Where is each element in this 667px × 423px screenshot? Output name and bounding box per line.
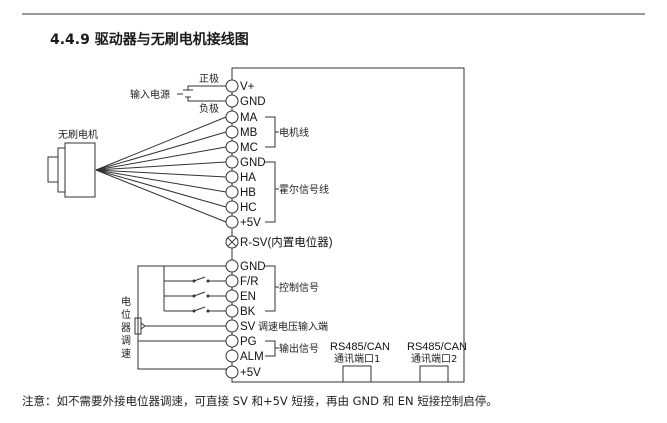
switch-contact xyxy=(192,294,196,298)
terminal-circle xyxy=(225,170,239,184)
switch-contact xyxy=(192,279,196,283)
terminal-label: HA xyxy=(240,172,256,184)
terminal-label: R-SV(内置电位器) xyxy=(240,235,333,249)
terminal-label: MC xyxy=(240,142,258,154)
motor-wire xyxy=(95,161,227,171)
terminal-labels: V+ GND MA MB MC GND HA HB HC +5V R-SV(内置… xyxy=(240,81,333,379)
port2-name: RS485/CAN xyxy=(407,341,467,353)
terminal-label: HC xyxy=(240,202,257,214)
negative-label: 负极 xyxy=(199,102,219,115)
switch-contact xyxy=(206,309,210,313)
terminal-label: F/R xyxy=(240,276,259,288)
control-ground-loop xyxy=(137,265,226,342)
terminal-circle xyxy=(225,319,239,333)
power-negative-wire xyxy=(187,97,226,102)
control-signal-label: 控制信号 xyxy=(279,281,319,294)
pot-label-char: 器 xyxy=(121,322,131,334)
switch-contact xyxy=(192,309,196,313)
motor-wire xyxy=(95,116,227,171)
motor-wire xyxy=(95,169,227,193)
port1-connector xyxy=(342,365,372,383)
port1-name: RS485/CAN xyxy=(330,341,390,353)
terminal-circle xyxy=(225,349,239,363)
motor-shaft xyxy=(47,156,59,183)
motor-wire xyxy=(95,169,227,223)
pot-supply-wire xyxy=(137,341,227,372)
terminal-circle xyxy=(225,110,239,124)
motor-wire-label: 电机线 xyxy=(279,126,309,139)
potentiometer: 电 位 器 调 速 xyxy=(121,295,227,372)
power-input: 正极 负极 输入电源 xyxy=(130,72,226,115)
terminal-circle xyxy=(225,289,239,303)
terminal-cross xyxy=(227,237,237,247)
motor-body xyxy=(64,142,96,198)
terminal-label: V+ xyxy=(240,81,255,93)
motor-flange xyxy=(57,147,66,193)
terminal-circle xyxy=(225,259,239,273)
terminal-label: BK xyxy=(240,306,256,318)
output-bracket xyxy=(265,340,279,357)
terminal-label: +5V xyxy=(240,367,261,379)
motor-wire xyxy=(95,169,227,178)
terminal-label: PG xyxy=(240,336,257,348)
pot-label-char: 位 xyxy=(121,308,131,321)
driver-board xyxy=(231,67,465,383)
pot-label-char: 速 xyxy=(121,348,131,360)
switch-contact xyxy=(206,294,210,298)
terminal-circle xyxy=(225,200,239,214)
control-bracket xyxy=(265,265,279,312)
motor-wire-bracket xyxy=(265,116,279,148)
power-input-label: 输入电源 xyxy=(130,88,170,101)
motor-label: 无刷电机 xyxy=(58,128,98,141)
terminal-label: MB xyxy=(240,127,258,139)
terminal-circle xyxy=(225,274,239,288)
terminal-block xyxy=(225,79,239,379)
terminal-label: GND xyxy=(240,261,266,273)
terminal-circle xyxy=(225,155,239,169)
motor-wire xyxy=(95,131,227,171)
hall-label: 霍尔信号线 xyxy=(279,183,329,196)
terminal-circle xyxy=(225,94,239,108)
pot-wiper xyxy=(140,322,226,330)
control-switches xyxy=(137,265,226,342)
motor-wire xyxy=(95,169,227,208)
pot-resistor xyxy=(134,317,142,335)
terminal-label: +5V xyxy=(240,217,261,229)
terminal-label: EN xyxy=(240,291,256,303)
positive-label: 正极 xyxy=(199,72,219,85)
port2-connector xyxy=(419,365,449,383)
switch-contact xyxy=(206,279,210,283)
terminal-label: HB xyxy=(240,187,256,199)
terminal-label: MA xyxy=(240,112,258,124)
comm-ports: RS485/CAN 通讯端口1 RS485/CAN 通讯端口2 xyxy=(330,341,467,383)
terminal-circle xyxy=(225,185,239,199)
section-heading: 4.4.9 驱动器与无刷电机接线图 xyxy=(50,31,249,48)
terminal-label: ALM xyxy=(240,351,264,363)
terminal-circle xyxy=(225,334,239,348)
port2-desc: 通讯端口2 xyxy=(411,352,457,365)
power-positive-wire xyxy=(187,85,226,90)
port1-desc: 通讯端口1 xyxy=(334,352,380,365)
terminal-circle xyxy=(225,140,239,154)
pot-label-char: 调 xyxy=(121,335,131,347)
terminal-circle xyxy=(225,304,239,318)
output-signal-label: 输出信号 xyxy=(279,342,319,355)
terminal-label: GND xyxy=(240,96,266,108)
hall-bracket xyxy=(265,161,279,223)
terminal-circle xyxy=(225,215,239,229)
pot-label-char: 电 xyxy=(121,295,131,308)
terminal-circle xyxy=(225,125,239,139)
motor-wire xyxy=(95,146,227,171)
terminal-label: SV xyxy=(240,321,256,333)
terminal-label: GND xyxy=(240,157,266,169)
terminal-circle xyxy=(225,365,239,379)
motor-wires xyxy=(95,116,227,223)
wiring-note: 注意：如不需要外接电位器调速，可直接 SV 和+5V 短接，再由 GND 和 E… xyxy=(22,394,498,408)
terminal-circle xyxy=(225,79,239,93)
sv-description: 调速电压输入端 xyxy=(258,320,328,333)
motor: 无刷电机 xyxy=(47,128,98,198)
